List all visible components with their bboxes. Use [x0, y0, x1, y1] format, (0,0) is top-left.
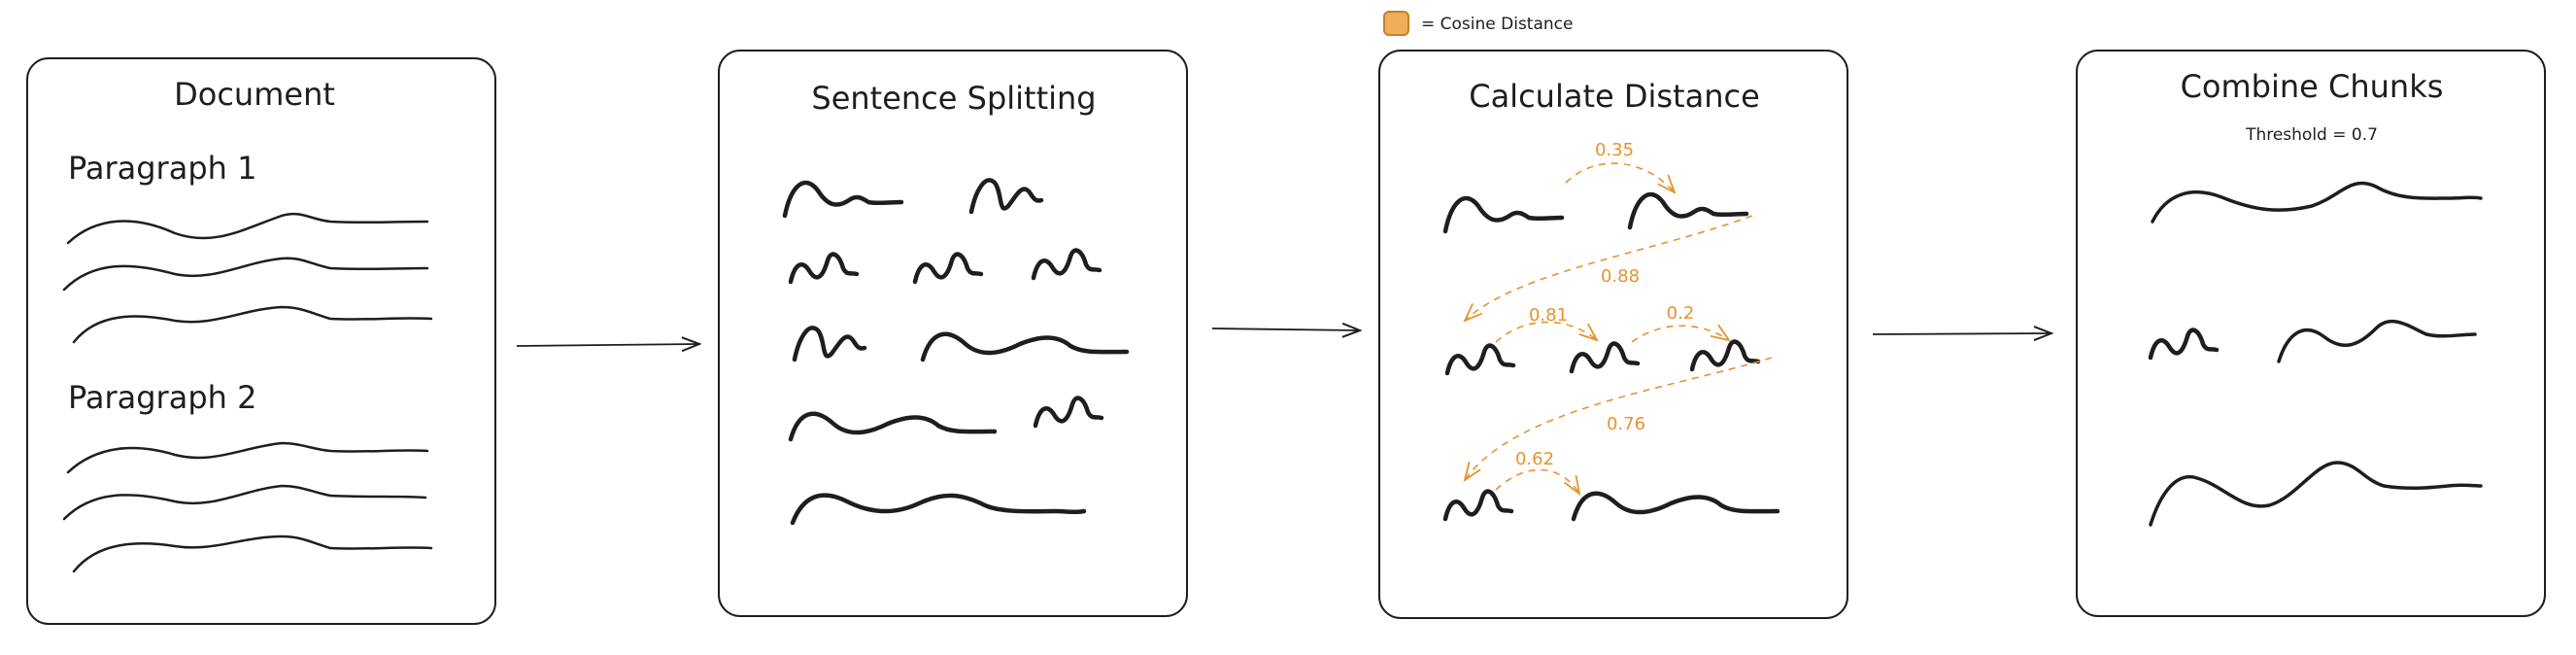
distance-box [1378, 50, 1848, 619]
distance-title: Calculate Distance [1469, 78, 1760, 115]
arrow-splitting-to-distance [1211, 328, 1360, 330]
distance-label-4: 0.2 [1667, 303, 1695, 324]
distance-values: 0.35 0.88 0.81 0.2 0.76 0.62 [1515, 140, 1694, 469]
legend-swatch [1383, 11, 1409, 36]
combined-chunks [2149, 181, 2483, 527]
chunk-3 [2149, 461, 2483, 527]
distance-arrows [1465, 162, 1773, 494]
splitting-panel: Sentence Splitting [718, 50, 1188, 617]
paragraph-1-lines [62, 212, 433, 344]
distance-label-6: 0.62 [1515, 449, 1554, 469]
document-box [26, 57, 496, 625]
legend-label: = Cosine Distance [1421, 15, 1573, 34]
arrow-distance-to-combine [1872, 333, 2051, 334]
arrow-document-to-splitting [516, 344, 699, 346]
splitting-title: Sentence Splitting [811, 80, 1096, 117]
threshold-label: Threshold = 0.7 [2245, 125, 2378, 145]
distance-label-3: 0.81 [1529, 305, 1568, 326]
distance-panel: Calculate Distance 0.35 0.88 0.81 0.2 0.… [1378, 50, 1848, 619]
combine-panel: Combine Chunks Threshold = 0.7 [2076, 50, 2546, 617]
distance-arrow-1 [1565, 162, 1675, 192]
distance-arrow-6 [1495, 468, 1579, 494]
document-panel: Document Paragraph 1 Paragraph 2 [26, 57, 496, 625]
paragraph-1-label: Paragraph 1 [68, 150, 256, 187]
distance-arrow-3 [1495, 321, 1597, 343]
distance-arrow-4 [1631, 326, 1729, 343]
distance-arrow-5 [1465, 357, 1773, 480]
distance-arrow-2 [1465, 215, 1753, 321]
distance-label-2: 0.88 [1601, 266, 1640, 287]
distance-label-1: 0.35 [1595, 140, 1634, 160]
document-title: Document [174, 76, 335, 113]
distance-label-5: 0.76 [1607, 414, 1645, 434]
legend: = Cosine Distance [1383, 11, 1573, 36]
chunk-1 [2151, 181, 2483, 224]
paragraph-2-lines [62, 441, 433, 573]
combine-title: Combine Chunks [2181, 68, 2444, 105]
chunk-2-part-b [2277, 319, 2477, 363]
paragraph-2-label: Paragraph 2 [68, 379, 256, 416]
